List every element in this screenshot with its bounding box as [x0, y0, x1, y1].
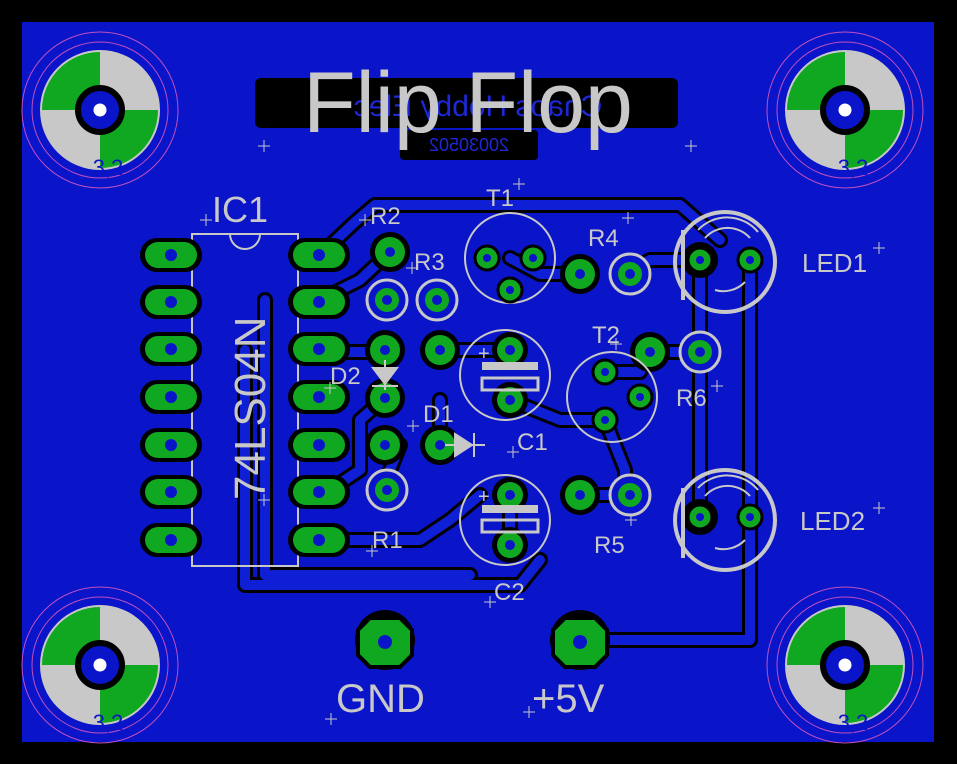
svg-text:3,2: 3,2	[838, 710, 869, 735]
mounting-hole-bottom-left: 3,2	[21, 586, 179, 744]
svg-text:3,2: 3,2	[93, 155, 124, 180]
label-r1: R1	[372, 527, 403, 554]
label-c2: C2	[494, 579, 525, 606]
label-led1: LED1	[802, 248, 867, 278]
svg-text:+: +	[478, 486, 490, 508]
svg-text:3,2: 3,2	[838, 155, 869, 180]
label-d2: D2	[330, 363, 361, 390]
svg-text:3,2: 3,2	[93, 710, 124, 735]
label-r3: R3	[414, 249, 445, 276]
label-led2: LED2	[800, 506, 865, 536]
silk-ring-pads	[365, 252, 722, 517]
diode-d2	[371, 360, 399, 390]
board-title: Flip Flop	[303, 55, 633, 151]
ic1-pads	[140, 238, 350, 557]
mounting-hole-bottom-right: 3,2	[766, 586, 924, 744]
ic1-value-label: 74LS04N	[226, 317, 275, 500]
label-r6: R6	[676, 385, 707, 412]
transistor-t1	[464, 212, 556, 304]
mirrored-date: 20030502	[429, 135, 509, 155]
label-r5: R5	[594, 532, 625, 559]
title-plate	[255, 78, 678, 128]
label-d1: D1	[423, 401, 454, 428]
mounting-hole-top-right: 3,2	[766, 31, 924, 189]
led2	[673, 468, 777, 572]
capacitor-c2: +	[459, 474, 551, 566]
label-r2: R2	[370, 203, 401, 230]
svg-text:+: +	[478, 343, 490, 365]
label-vcc: +5V	[532, 677, 605, 721]
origin-markers	[200, 140, 885, 725]
label-t2: T2	[592, 322, 620, 349]
ic1-ref-label: IC1	[212, 189, 268, 230]
label-t1: T1	[486, 185, 514, 212]
led1	[673, 210, 777, 314]
label-gnd: GND	[336, 677, 425, 721]
mirrored-label: Chaos Hobby Elec	[354, 90, 602, 123]
capacitor-c1: +	[459, 329, 551, 421]
label-c1: C1	[517, 429, 548, 456]
ic1-component: IC1 74LS04N	[191, 189, 299, 567]
label-r4: R4	[588, 225, 619, 252]
transistor-t2	[566, 351, 658, 443]
mounting-hole-top-left: 3,2	[21, 31, 179, 189]
diode-d1	[445, 432, 485, 458]
